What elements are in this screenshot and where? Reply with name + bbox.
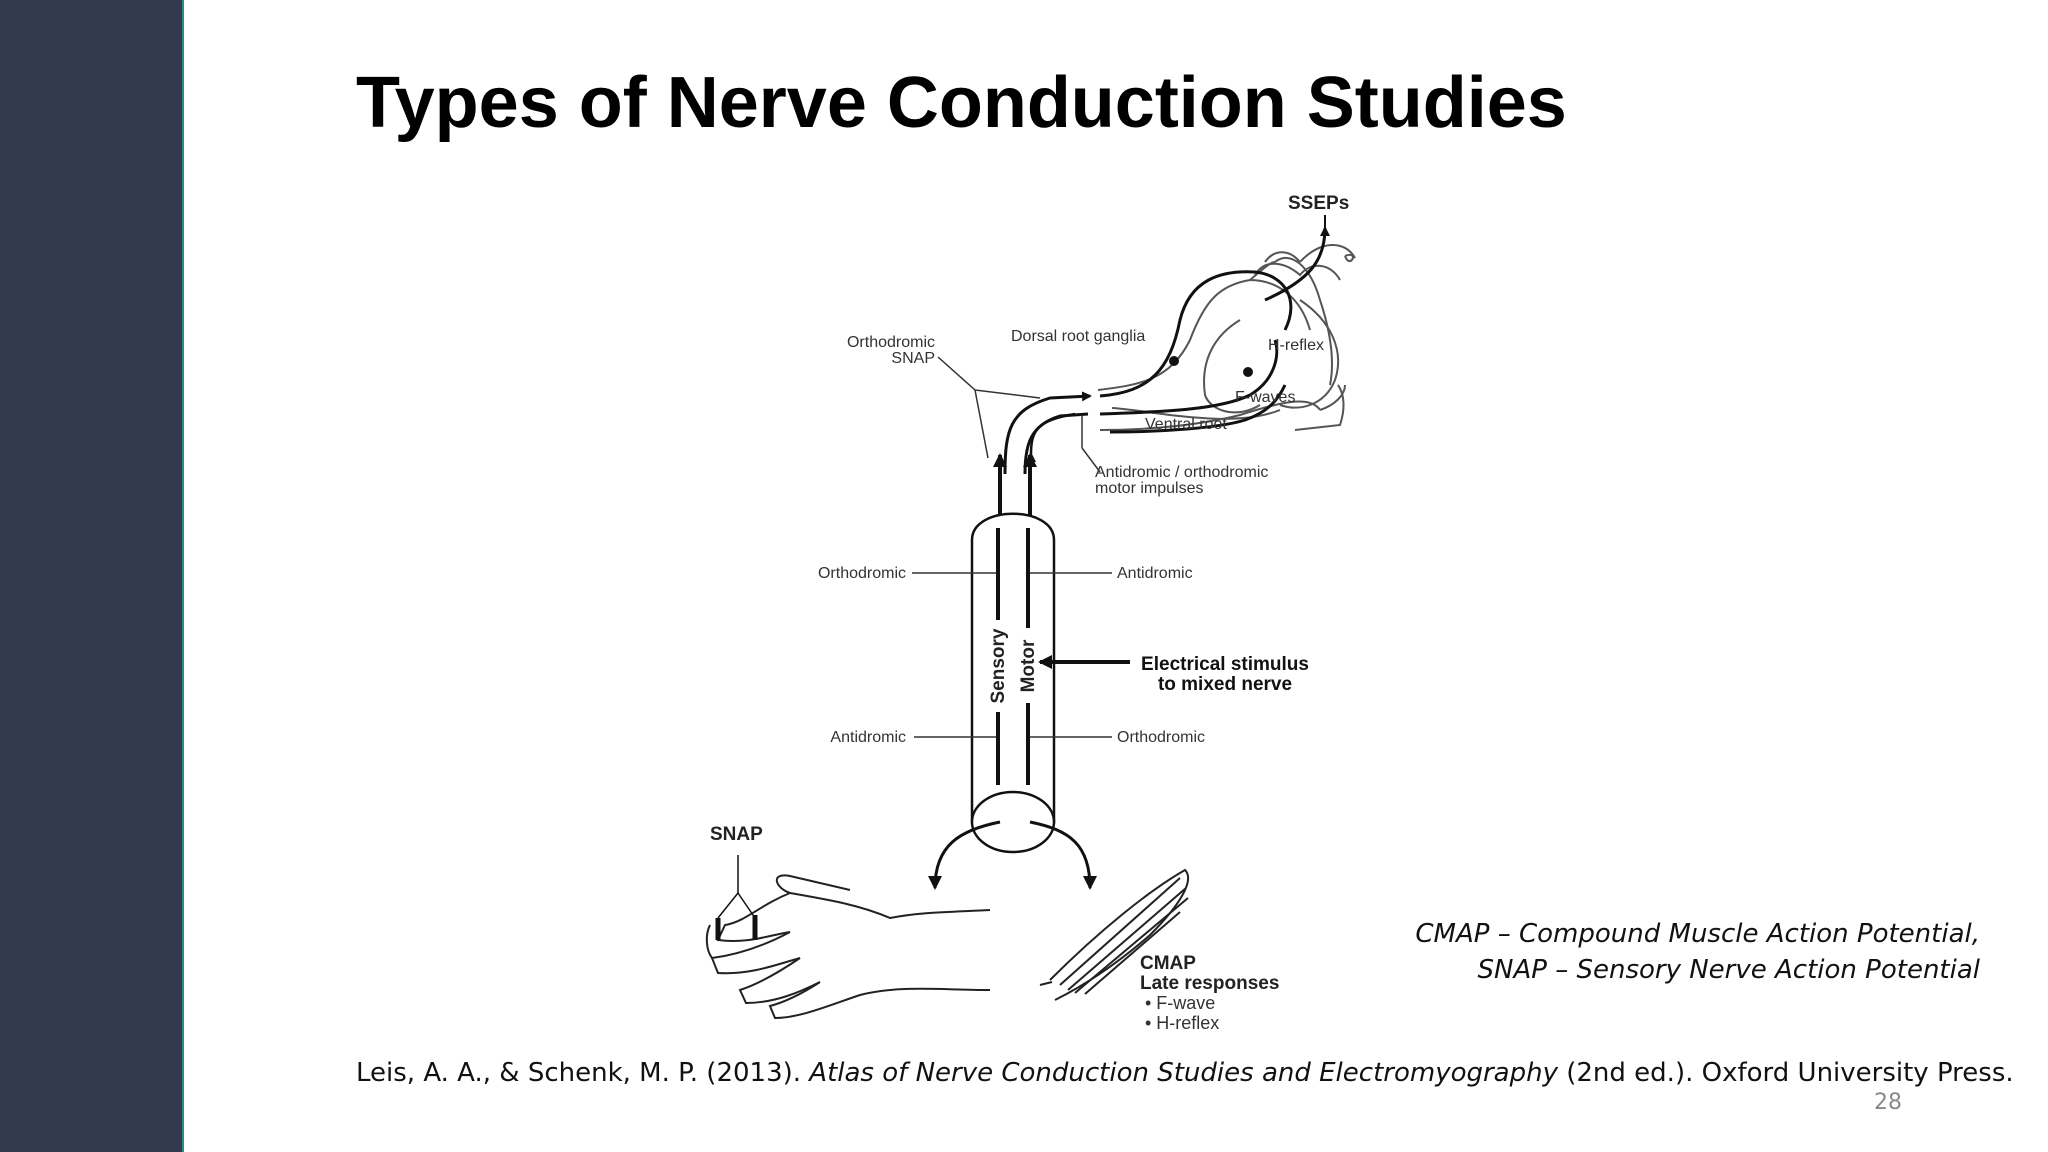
label-sseps: SSEPs xyxy=(1288,193,1349,214)
abbreviation-cmap: CMAP – Compound Muscle Action Potential, xyxy=(1415,919,1980,949)
label-dorsal-root-ganglia: Dorsal root ganglia xyxy=(1011,328,1145,345)
label-h-reflex-bullet: • H-reflex xyxy=(1145,1013,1219,1033)
label-orthodromic-snap-2: SNAP xyxy=(891,350,935,367)
spinal-cord-outline xyxy=(1097,244,1356,431)
output-arrows xyxy=(928,820,1097,890)
label-motor-impulses-1: Antidromic / orthodromic xyxy=(1095,464,1268,481)
sidebar-panel xyxy=(0,0,184,1152)
label-sensory: Sensory xyxy=(988,628,1009,703)
label-snap: SNAP xyxy=(710,824,763,845)
hand-illustration xyxy=(705,874,991,1020)
label-antidromic-right: Antidromic xyxy=(1117,565,1193,582)
nerve-fibers xyxy=(996,528,1030,785)
motor-return-arrow xyxy=(1025,412,1076,463)
label-stimulus-1: Electrical stimulus xyxy=(1141,654,1309,675)
nerve-root-paths xyxy=(1003,226,1330,475)
citation: Leis, A. A., & Schenk, M. P. (2013). Atl… xyxy=(356,1058,2014,1088)
citation-authors: Leis, A. A., & Schenk, M. P. (2013). xyxy=(356,1058,810,1088)
motor-impulses-pointer xyxy=(1081,415,1101,473)
citation-book-title: Atlas of Nerve Conduction Studies and El… xyxy=(809,1058,1558,1088)
label-orthodromic-left: Orthodromic xyxy=(818,565,906,582)
label-f-wave-bullet: • F-wave xyxy=(1145,993,1215,1013)
snap-electrodes xyxy=(715,855,758,940)
label-stimulus-2: to mixed nerve xyxy=(1158,674,1292,695)
page-number: 28 xyxy=(1874,1090,1902,1115)
muscle-illustration xyxy=(1039,868,1190,1001)
citation-edition: (2nd ed.). Oxford University Press. xyxy=(1557,1058,2014,1088)
label-late-responses: Late responses xyxy=(1140,973,1279,994)
mixed-nerve-cylinder xyxy=(970,512,1056,854)
slide-title: Types of Nerve Conduction Studies xyxy=(356,63,1567,143)
direction-pointer-lines xyxy=(912,572,1112,738)
label-orthodromic-snap-1: Orthodromic xyxy=(847,334,935,351)
label-antidromic-left: Antidromic xyxy=(830,729,906,746)
label-motor-impulses-2: motor impulses xyxy=(1095,480,1203,497)
dorsal-root-ganglion-dot xyxy=(1169,356,1179,366)
label-h-reflex-top: H-reflex xyxy=(1268,337,1324,354)
label-orthodromic-right: Orthodromic xyxy=(1117,729,1205,746)
synapse-dot xyxy=(1243,367,1253,377)
orthodromic-snap-pointers xyxy=(937,356,1041,459)
abbreviation-snap: SNAP – Sensory Nerve Action Potential xyxy=(1477,955,1980,985)
label-cmap: CMAP xyxy=(1140,953,1196,974)
label-motor: Motor xyxy=(1018,639,1039,692)
abbreviation-note: CMAP – Compound Muscle Action Potential,… xyxy=(1415,916,1980,988)
label-ventral-root: Ventral root xyxy=(1145,416,1227,433)
label-f-waves-top: F-waves xyxy=(1235,389,1295,406)
